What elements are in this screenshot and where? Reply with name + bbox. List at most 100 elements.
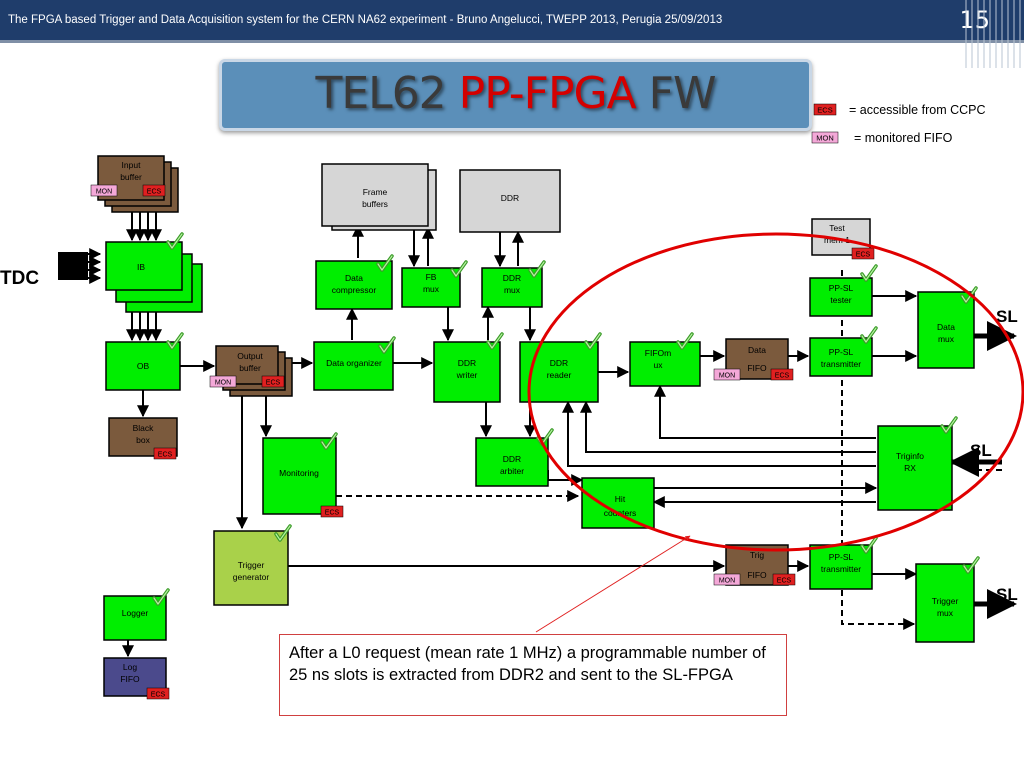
svg-text:Black: Black: [133, 423, 155, 433]
data-mux-block: Data mux: [917, 291, 975, 369]
svg-text:box: box: [136, 435, 150, 445]
pp-sl-transmitter-block: PP-SL transmitter: [809, 337, 873, 377]
mon-tags: MON MON MON MON: [90, 184, 741, 586]
highlight-ellipse: [527, 232, 1024, 552]
pp-sl-transmitter2-block: PP-SL transmitter: [809, 544, 873, 590]
svg-text:mux: mux: [937, 608, 954, 618]
svg-text:MON: MON: [719, 373, 735, 380]
hit-counters-block: Hit counters: [581, 477, 655, 529]
input-buffer-block: Input buffer: [97, 155, 179, 213]
ddr-writer-block: DDR writer: [433, 341, 501, 403]
svg-text:ECS: ECS: [158, 452, 173, 459]
svg-text:Logger: Logger: [122, 608, 149, 618]
svg-text:FIFO: FIFO: [120, 674, 140, 684]
svg-text:Hit: Hit: [615, 494, 626, 504]
trigger-generator-block: Trigger generator: [213, 530, 289, 606]
ob-block: OB: [105, 341, 181, 391]
pp-sl-tester-block: PP-SL tester: [809, 277, 873, 317]
svg-text:PP-SL: PP-SL: [829, 552, 854, 562]
ib-block: IB: [105, 241, 203, 313]
output-buffer-block: Output buffer: [215, 345, 293, 397]
legend-ecs-text: = accessible from CCPC: [849, 103, 986, 117]
svg-text:Log: Log: [123, 662, 137, 672]
svg-text:Data organizer: Data organizer: [326, 358, 382, 368]
header-text: The FPGA based Trigger and Data Acquisit…: [8, 14, 723, 26]
legend-mon-text: = monitored FIFO: [854, 131, 953, 145]
svg-text:IB: IB: [137, 262, 145, 272]
svg-text:DDR: DDR: [458, 358, 476, 368]
ddr-arbiter-block: DDR arbiter: [475, 437, 549, 487]
svg-text:ECS: ECS: [266, 380, 281, 387]
svg-text:generator: generator: [233, 572, 270, 582]
legend-ecs-tag: ECS: [817, 106, 832, 115]
svg-text:FIFO: FIFO: [747, 570, 767, 580]
svg-text:ECS: ECS: [777, 578, 792, 585]
note-pointer-arrow: [535, 535, 691, 633]
triginfo-rx-block: Triginfo RX: [877, 425, 953, 511]
slide-number: 15: [959, 6, 990, 34]
svg-text:buffers: buffers: [362, 199, 388, 209]
ddr-block: DDR: [459, 169, 561, 233]
header-bar: The FPGA based Trigger and Data Acquisit…: [0, 0, 1024, 43]
svg-text:ECS: ECS: [325, 510, 340, 517]
sl-label-data: SL: [996, 307, 1018, 326]
svg-text:Data: Data: [345, 273, 363, 283]
sl-label-trigger: SL: [996, 585, 1018, 604]
fifomux-block: FIFOm ux: [629, 341, 701, 387]
svg-text:Trigger: Trigger: [932, 596, 959, 606]
legend-tags: ECS MON: [811, 103, 839, 144]
svg-text:buffer: buffer: [239, 363, 261, 373]
svg-text:PP-SL: PP-SL: [829, 283, 854, 293]
ddr-mux-block: DDR mux: [481, 267, 543, 308]
ddr-reader-block: DDR reader: [519, 341, 599, 403]
svg-text:Data: Data: [748, 345, 766, 355]
svg-text:Data: Data: [937, 322, 955, 332]
svg-text:FB: FB: [426, 272, 437, 282]
monitoring-block: Monitoring: [262, 437, 337, 515]
svg-text:Trigger: Trigger: [238, 560, 265, 570]
svg-text:Output: Output: [237, 351, 263, 361]
svg-text:PP-SL: PP-SL: [829, 347, 854, 357]
svg-text:DDR: DDR: [501, 193, 519, 203]
ecs-tags: ECS ECS ECS ECS ECS ECS ECS ECS: [142, 184, 875, 700]
svg-text:ECS: ECS: [151, 692, 166, 699]
svg-text:DDR: DDR: [550, 358, 568, 368]
annotation-box: After a L0 request (mean rate 1 MHz) a p…: [279, 634, 787, 716]
svg-text:mux: mux: [938, 334, 955, 344]
svg-text:Input: Input: [122, 160, 142, 170]
svg-text:Frame: Frame: [363, 187, 388, 197]
svg-text:MON: MON: [719, 578, 735, 585]
svg-text:MON: MON: [215, 380, 231, 387]
svg-text:mux: mux: [423, 284, 440, 294]
svg-text:arbiter: arbiter: [500, 466, 524, 476]
svg-text:transmitter: transmitter: [821, 359, 861, 369]
tdc-input-bus: [58, 252, 88, 280]
svg-text:FIFOm: FIFOm: [645, 348, 671, 358]
svg-text:writer: writer: [456, 370, 478, 380]
svg-text:transmitter: transmitter: [821, 564, 861, 574]
data-organizer-block: Data organizer: [313, 341, 394, 391]
svg-text:Test: Test: [829, 223, 845, 233]
annotation-text: After a L0 request (mean rate 1 MHz) a p…: [289, 644, 766, 684]
svg-text:DDR: DDR: [503, 454, 521, 464]
svg-text:ux: ux: [654, 360, 664, 370]
svg-text:reader: reader: [547, 370, 572, 380]
frame-buffers-block: Frame buffers: [321, 163, 437, 231]
svg-text:ECS: ECS: [856, 252, 871, 259]
trigger-mux-block: Trigger mux: [915, 563, 975, 643]
svg-text:Trig: Trig: [750, 550, 765, 560]
svg-text:ECS: ECS: [147, 189, 162, 196]
svg-text:FIFO: FIFO: [747, 363, 767, 373]
svg-text:OB: OB: [137, 361, 150, 371]
svg-text:tester: tester: [830, 295, 851, 305]
svg-text:mux: mux: [504, 285, 521, 295]
sl-label-triginfo: SL: [970, 441, 992, 460]
page-title: TEL62 PP-FPGA FW: [315, 68, 717, 119]
svg-text:Triginfo: Triginfo: [896, 451, 924, 461]
fb-mux-block: FB mux: [401, 267, 461, 308]
svg-text:MON: MON: [96, 189, 112, 196]
svg-text:DDR: DDR: [503, 273, 521, 283]
svg-text:compressor: compressor: [332, 285, 377, 295]
svg-text:RX: RX: [904, 463, 916, 473]
